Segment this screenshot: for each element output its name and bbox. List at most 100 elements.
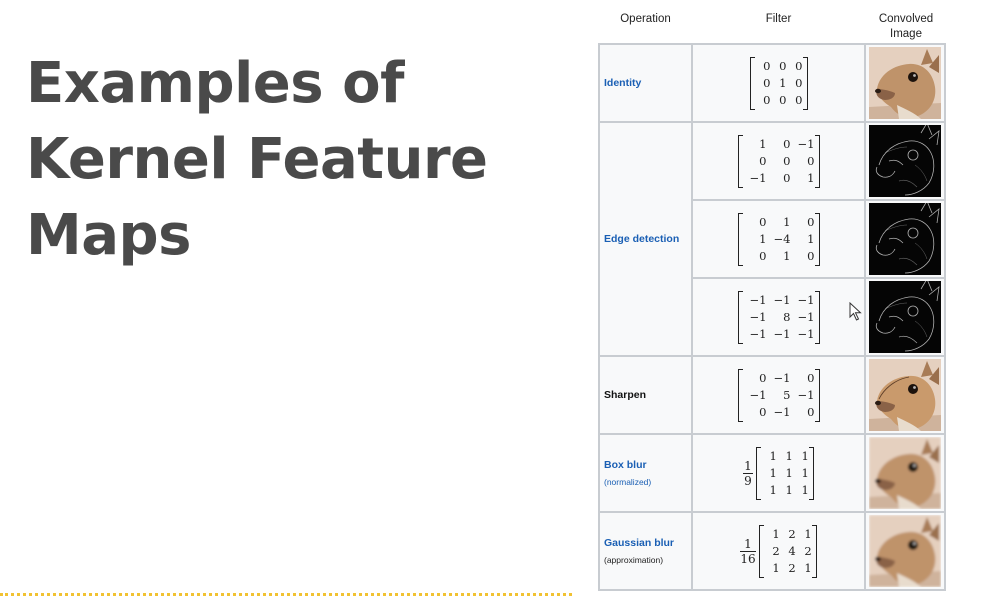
matrix-cell: −1: [797, 292, 815, 307]
matrix-cell: 2: [788, 526, 796, 541]
slide-title: Examples of Kernel Feature Maps: [26, 51, 488, 268]
matrix-cell: 0: [763, 58, 771, 73]
matrix-cell: −4: [773, 231, 791, 246]
deer-box-blur-image[interactable]: [869, 437, 941, 509]
matrix-cell: −1: [797, 136, 815, 151]
fraction-denominator: 9: [744, 473, 752, 488]
matrix-cell: −1: [773, 292, 791, 307]
matrix-brackets: 1 0 −1 0 0 0 −1 0 1: [737, 134, 820, 188]
matrix-cell: 1: [804, 526, 812, 541]
op-note-normalized[interactable]: (normalized): [604, 477, 652, 487]
header-convolved-image: Convolved Image: [878, 13, 934, 40]
convolved-image-cell: [865, 44, 945, 122]
convolved-image-cell: [865, 278, 945, 356]
matrix-cell: 1: [772, 560, 780, 575]
matrix-cell: −1: [749, 170, 767, 185]
matrix-cell: 1: [772, 526, 780, 541]
deer-edges-1-image[interactable]: [869, 125, 941, 197]
matrix-cell: 1: [807, 170, 815, 185]
matrix-cell: 0: [795, 92, 803, 107]
fraction-numerator: 1: [744, 458, 752, 473]
matrix-row: −1 −1 −1: [743, 292, 815, 309]
matrix-cell: −1: [749, 292, 767, 307]
op-note-approximation: (approximation): [604, 555, 664, 565]
matrix-cell: 0: [759, 153, 767, 168]
matrix-cell: 1: [759, 136, 767, 151]
matrix-cell: 0: [807, 153, 815, 168]
matrix-row: −1 0 1: [743, 170, 815, 187]
matrix-cell: 1: [779, 75, 787, 90]
deer-edges-2-image[interactable]: [869, 203, 941, 275]
fraction-denominator: 16: [740, 551, 756, 566]
matrix-cell: 4: [788, 543, 796, 558]
dotted-divider: [0, 593, 572, 596]
matrix-cell: 0: [807, 370, 815, 385]
matrix-cell: 1: [769, 465, 777, 480]
convolved-image-cell: [865, 200, 945, 278]
matrix-cell: 0: [783, 153, 791, 168]
deer-edges-3-image[interactable]: [869, 281, 941, 353]
matrix-cell: −1: [749, 309, 767, 324]
convolved-image-cell: [865, 512, 945, 590]
deer-original-image[interactable]: [869, 47, 941, 119]
matrix-cell: 0: [763, 75, 771, 90]
op-link-edge-detection[interactable]: Edge detection: [604, 233, 680, 245]
matrix-cell: 1: [804, 560, 812, 575]
mouse-pointer-icon: [849, 302, 862, 321]
op-link-gaussian-blur[interactable]: Gaussian blur: [604, 537, 675, 549]
op-link-box-blur[interactable]: Box blur: [604, 459, 647, 471]
op-cell-gaussian-blur: Gaussian blur (approximation): [599, 512, 692, 590]
convolved-image-cell: [865, 356, 945, 434]
matrix-cell: 1: [801, 465, 809, 480]
matrix-row: −1 5 −1: [743, 387, 815, 404]
matrix-cell: 5: [783, 387, 791, 402]
kernel-matrix: 1 0 −1 0 0 0 −1 0 1: [737, 134, 820, 188]
matrix-cell: 0: [779, 92, 787, 107]
matrix-cell: 1: [801, 448, 809, 463]
matrix-cell: 0: [759, 404, 767, 419]
matrix-cell: 1: [807, 231, 815, 246]
matrix-cell: 1: [769, 448, 777, 463]
op-link-identity[interactable]: Identity: [604, 77, 642, 89]
matrix-cell: 0: [783, 136, 791, 151]
matrix-cell: −1: [749, 387, 767, 402]
matrix-cell: 0: [783, 170, 791, 185]
matrix-cell: −1: [797, 309, 815, 324]
deer-sharpened-image[interactable]: [869, 359, 941, 431]
op-cell-identity: Identity: [599, 44, 692, 122]
matrix-cell: 2: [772, 543, 780, 558]
matrix-cell: −1: [773, 370, 791, 385]
matrix-cell: 1: [785, 465, 793, 480]
header-filter: Filter: [765, 13, 792, 25]
matrix-cell: 1: [759, 231, 767, 246]
matrix-cell: −1: [749, 326, 767, 341]
header-operation: Operation: [620, 13, 671, 25]
fraction-bar: [740, 550, 756, 552]
deer-gaussian-blur-image[interactable]: [869, 515, 941, 587]
matrix-cell: 0: [807, 404, 815, 419]
matrix-cell: −1: [797, 387, 815, 402]
matrix-cell: −1: [773, 326, 791, 341]
